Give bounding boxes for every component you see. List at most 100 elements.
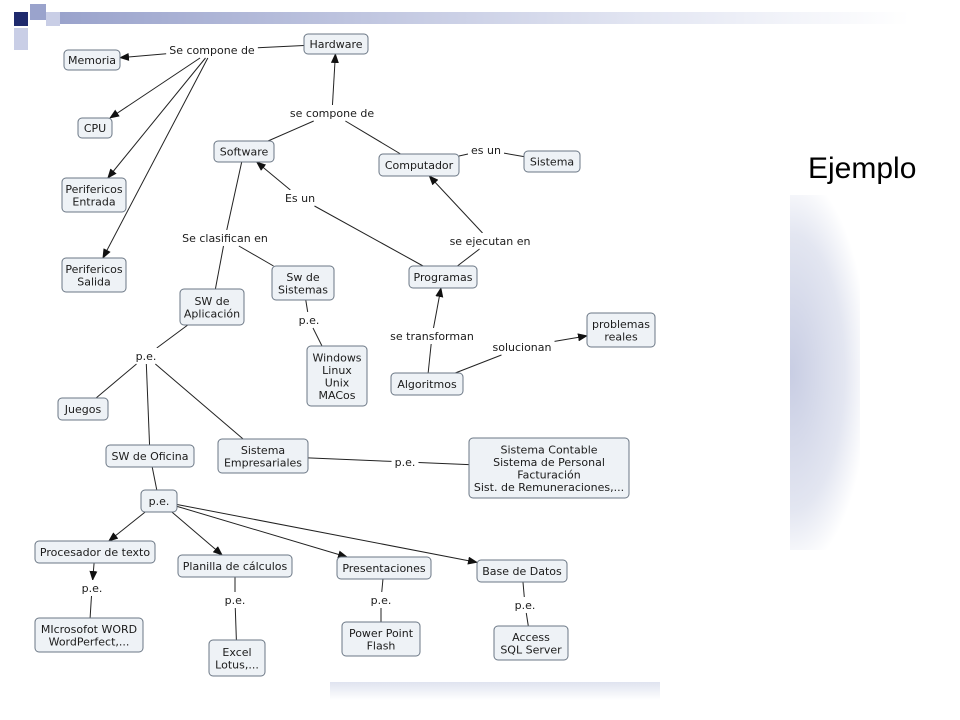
edges-layer	[89, 45, 588, 641]
edge-pe-aplicacion-to-sistema-empresariales	[155, 363, 244, 440]
node-text: problemas	[592, 318, 650, 331]
edge-label-se-clasifican-en: Se clasifican en	[182, 232, 268, 245]
node-text: Algoritmos	[397, 378, 457, 391]
edge-label-bg	[446, 233, 534, 248]
slide-title: Ejemplo	[808, 152, 917, 185]
node-text: Juegos	[64, 403, 102, 416]
corner-square-faint	[46, 12, 60, 26]
node-software: Software	[213, 140, 275, 163]
node-box	[341, 621, 421, 657]
node-sw-oficina: SW de Oficina	[105, 444, 195, 468]
edge-procesador-to-pe-procesador	[89, 562, 98, 581]
edge-label-se-transforman: se transforman	[390, 330, 474, 343]
edge-label-bg	[387, 328, 477, 343]
node-text: Sistema Contable	[500, 443, 597, 456]
edge-pe-box-to-procesador	[108, 511, 146, 542]
node-text: Sistema	[241, 444, 285, 457]
node-box	[34, 617, 144, 653]
edge-es-un-2-to-software	[255, 161, 291, 191]
node-text: Unix	[325, 376, 350, 389]
corner-square-faint-2	[14, 28, 28, 50]
node-base-datos: Base de Datos	[476, 559, 568, 583]
edge-se-transforman-to-programas	[432, 287, 444, 329]
node-text: Lotus,...	[215, 658, 259, 671]
node-computador: Computador	[378, 153, 460, 177]
node-box	[208, 639, 266, 677]
edge-label-bg	[179, 230, 271, 245]
edge-pe-box-to-base-datos	[176, 503, 478, 565]
edge-label-se-compone-de-1: Se compone de	[169, 44, 255, 57]
node-box	[140, 489, 178, 513]
edge-pe-procesador-to-msword	[89, 595, 92, 619]
node-excel: ExcelLotus,...	[208, 639, 266, 677]
node-text: SW de	[194, 295, 229, 308]
node-box	[61, 177, 127, 213]
edge-label-bg	[511, 597, 539, 612]
edge-se-clasifican-en-to-sw-sistemas	[238, 245, 274, 267]
node-sistema: Sistema	[523, 150, 581, 173]
node-text: Sistema	[530, 156, 574, 169]
node-text: Procesador de texto	[40, 546, 150, 559]
edge-pe-planilla-to-excel	[234, 607, 237, 641]
node-box	[77, 117, 113, 139]
edge-label-pe-base: p.e.	[515, 599, 536, 612]
node-box	[523, 150, 581, 173]
edge-solucionan-to-problemas-reales	[554, 333, 588, 342]
node-text: p.e.	[149, 495, 170, 508]
edge-label-bg	[78, 580, 106, 595]
node-text: Base de Datos	[482, 565, 562, 578]
edge-se-compone-de-1-to-memoria	[119, 52, 167, 61]
node-memoria: Memoria	[63, 49, 121, 71]
node-text: WordPerfect,...	[49, 635, 130, 648]
edge-label-se-compone-de-2: se compone de	[290, 107, 374, 120]
edge-label-pe-empresariales: p.e.	[395, 456, 416, 469]
edge-algoritmos-to-solucionan	[455, 354, 502, 374]
edge-software-to-se-compone-de-2	[267, 120, 314, 142]
node-box	[468, 437, 630, 499]
node-box	[378, 153, 460, 177]
edge-software-to-se-clasifican-en	[226, 161, 243, 231]
node-text: Perifericos	[65, 183, 123, 196]
node-text: Sist. de Remuneraciones,...	[474, 481, 624, 494]
edge-label-es-un-2: Es un	[285, 192, 315, 205]
node-box	[34, 540, 156, 564]
node-text: MACos	[319, 389, 356, 402]
edge-pe-sistemas-to-windows	[312, 327, 323, 347]
node-box	[61, 257, 127, 293]
node-box	[217, 438, 309, 474]
node-text: Salida	[77, 275, 111, 288]
edge-pe-box-to-planilla	[171, 511, 223, 556]
edge-label-pe-procesador: p.e.	[82, 582, 103, 595]
edge-pe-aplicacion-to-sw-oficina	[145, 363, 151, 446]
node-text: SQL Server	[500, 643, 562, 656]
node-pe-box: p.e.	[140, 489, 178, 513]
node-text: Linux	[322, 364, 352, 377]
edge-programas-to-se-ejecutan-en	[457, 248, 480, 267]
edge-label-bg	[391, 454, 419, 469]
node-text: CPU	[84, 122, 106, 135]
node-text: Power Point	[349, 627, 414, 640]
edge-sw-aplicacion-to-pe-aplicacion	[156, 324, 189, 349]
watermark-shape	[790, 195, 860, 550]
node-text: Memoria	[68, 54, 116, 67]
edge-label-pe-presentaciones: p.e.	[371, 594, 392, 607]
node-text: Excel	[222, 646, 251, 659]
node-box	[303, 33, 369, 55]
node-box	[336, 556, 432, 580]
edge-label-bg	[132, 348, 160, 363]
node-box	[177, 554, 293, 578]
edge-label-se-ejecutan-en: se ejecutan en	[450, 235, 531, 248]
node-box	[476, 559, 568, 583]
node-text: Entrada	[72, 195, 115, 208]
node-programas: Programas	[408, 265, 478, 289]
edge-se-compone-de-1-to-perif-entrada	[107, 57, 206, 179]
edge-label-solucionan: solucionan	[492, 341, 551, 354]
node-box	[213, 140, 275, 163]
node-juegos: Juegos	[57, 397, 109, 421]
